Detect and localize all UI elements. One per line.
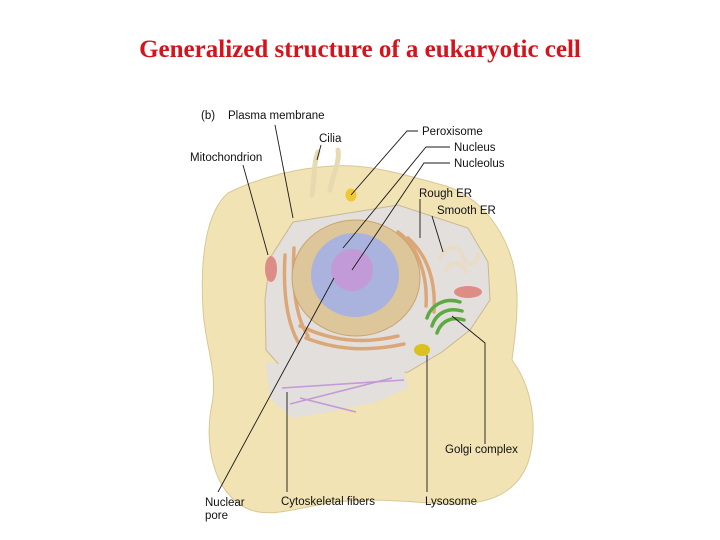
cilia (309, 147, 341, 198)
peroxisome-label: Peroxisome (422, 126, 483, 138)
nuclear-pore-label-line2: pore (205, 510, 228, 522)
mitochondrion (265, 256, 277, 282)
lysosome-label: Lysosome (425, 496, 477, 508)
nuclear-pore-label: Nuclear (205, 497, 245, 509)
cilia-label: Cilia (319, 133, 342, 145)
cytoskeleton-panel (266, 362, 408, 418)
panel-letter: (b) (201, 110, 215, 122)
golgi-complex-label: Golgi complex (445, 444, 518, 456)
smooth-er (438, 245, 480, 274)
page-title: Generalized structure of a eukaryotic ce… (139, 36, 581, 63)
mitochondrion (454, 286, 482, 298)
golgi-complex (425, 298, 466, 335)
lysosome (414, 344, 430, 356)
smooth-er-label: Smooth ER (437, 205, 496, 217)
leader-lines (217, 124, 486, 493)
mitochondrion-label: Mitochondrion (190, 152, 262, 164)
cytoskeletal-fibers-label: Cytoskeletal fibers (281, 496, 375, 508)
rough-er (282, 230, 437, 351)
nucleolus-label: Nucleolus (454, 158, 505, 170)
nucleus-label: Nucleus (454, 142, 496, 154)
rough-er-label: Rough ER (419, 188, 472, 200)
plasma-membrane-label: Plasma membrane (228, 110, 325, 122)
cytoskeletal-fibers (281, 377, 405, 413)
